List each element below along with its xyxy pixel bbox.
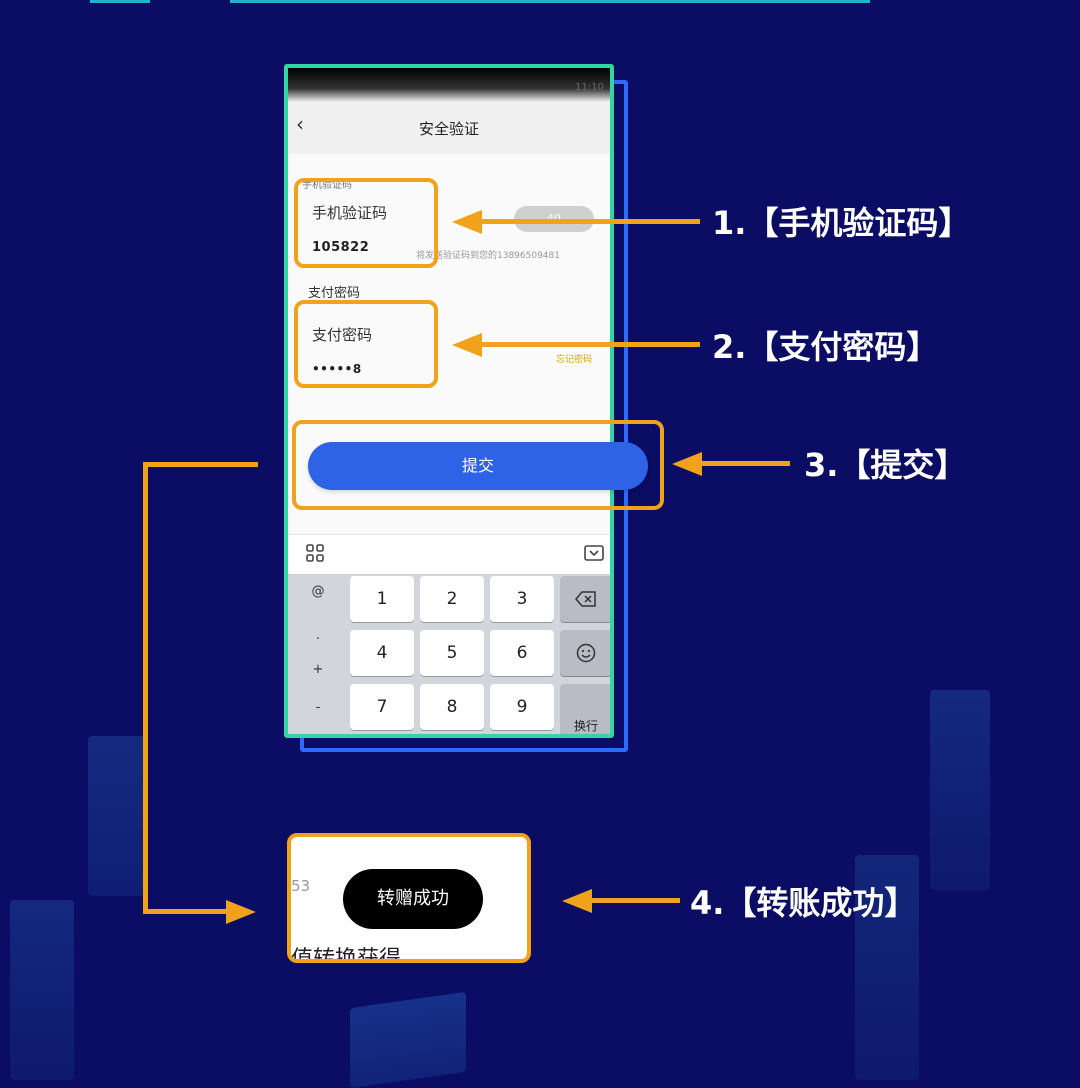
key-1[interactable]: 1 [350,576,414,622]
arrow-line [588,898,680,903]
decor-cube [10,900,74,1080]
key-dot[interactable]: . [315,628,321,643]
forgot-password-link[interactable]: 忘记密码 [556,355,593,365]
password-input[interactable]: •••••8 [312,362,362,376]
arrow-head-icon [452,210,482,234]
annotation-step-3: 3.【提交】 [804,446,967,484]
decor-cube [350,991,466,1088]
enter-key-label: 换行 [573,719,598,733]
code-field-label: 手机验证码 [312,204,388,222]
arrow-head-icon [452,333,482,357]
arrow-head-icon [562,889,592,913]
key-7[interactable]: 7 [350,684,414,730]
key-6[interactable]: 6 [490,630,554,676]
enter-key[interactable]: 换行 [560,684,610,734]
key-4[interactable]: 4 [350,630,414,676]
highlight-submit-button [292,420,664,510]
arrow-line [478,219,700,224]
password-field-label: 支付密码 [312,326,373,344]
arrow-line [698,461,790,466]
decor-cube [930,690,990,890]
decor-cube [88,736,146,896]
key-8[interactable]: 8 [420,684,484,730]
background-number: 53 [291,877,311,895]
annotation-step-4: 4.【转账成功】 [690,884,917,922]
key-9[interactable]: 9 [490,684,554,730]
result-card: 53 转赠成功 值转换获得 [287,833,531,963]
back-arrow-icon[interactable]: ‹ [296,112,304,136]
emoji-key[interactable] [560,630,610,676]
password-section-label: 支付密码 [308,286,361,301]
decor-cube [855,855,919,1080]
key-at[interactable]: @ [311,584,325,599]
keyboard-toolbar [288,534,610,575]
backspace-key[interactable] [560,576,610,622]
key-5[interactable]: 5 [420,630,484,676]
annotation-step-1: 1.【手机验证码】 [712,204,971,242]
highlight-code-field [294,178,438,268]
nav-header [288,102,610,154]
hide-keyboard-icon[interactable] [584,544,604,562]
key-minus[interactable]: - [315,700,321,715]
key-2[interactable]: 2 [420,576,484,622]
success-toast: 转赠成功 [343,869,483,929]
top-accent-line [90,0,150,3]
key-3[interactable]: 3 [490,576,554,622]
highlight-password-field [294,300,438,388]
sms-hint: 将发送验证码到您的13896509481 [416,251,560,261]
submit-button[interactable]: 提交 [308,442,648,490]
background-text: 值转换获得 [291,947,402,963]
backspace-icon [575,591,596,607]
annotation-step-2: 2.【支付密码】 [712,328,939,366]
connector-line [143,909,235,914]
status-time: 11:10 [575,82,604,93]
page-title: 安全验证 [418,120,479,138]
code-input[interactable]: 105822 [312,240,370,255]
phone-screen: 11:10 ‹ 安全验证 手机验证码 手机验证码 105822 40 将发送验证… [284,64,614,738]
status-bar: 11:10 [288,68,610,102]
arrow-line [478,342,700,347]
arrow-head-icon [672,452,702,476]
connector-line [143,462,258,467]
connector-line [143,462,148,914]
emoji-icon [576,643,596,663]
code-section-label: 手机验证码 [302,180,352,191]
key-plus[interactable]: + [312,662,324,677]
apps-grid-icon[interactable] [306,544,324,562]
arrow-head-icon [226,900,256,924]
top-accent-line [230,0,870,3]
